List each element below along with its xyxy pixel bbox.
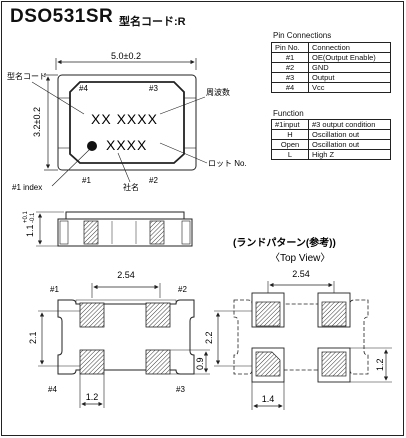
land-pad-2-terminal	[321, 301, 347, 327]
side-castellation	[59, 220, 69, 245]
land-pattern-view: (ランドパターン(参考)) 〈Top View〉 2.54 2.2 1.2 1	[204, 236, 392, 410]
frequency-callout: 周波数	[206, 87, 230, 97]
pad-width-dimension-label: 1.2	[86, 392, 99, 402]
pin-label-2: #2	[149, 176, 158, 185]
function-table-title: Function	[273, 109, 304, 118]
bottom-pad-4	[79, 349, 105, 375]
pin-label-1: #1	[50, 285, 59, 294]
thickness-main: 1.1	[25, 224, 35, 237]
lid-outline	[69, 81, 185, 164]
bottom-pad-1	[79, 302, 105, 328]
land-pattern-title: (ランドパターン(参考))	[233, 236, 336, 249]
leader-line	[51, 149, 90, 187]
height-dimension-label: 3.2±0.2	[32, 107, 42, 137]
ceramic-base	[57, 218, 193, 247]
pin-label-3: #3	[176, 385, 185, 394]
terminal-pad	[149, 220, 165, 245]
bottom-pad-2	[145, 302, 171, 328]
land-height-dimension-label: 2.2	[204, 331, 214, 344]
table-cell: High Z	[308, 149, 391, 160]
marking-line-1: XX XXXX	[91, 111, 158, 127]
land-pad-1-terminal	[255, 301, 281, 327]
pin-label-3: #3	[149, 84, 158, 93]
pin-label-4: #4	[48, 385, 57, 394]
side-castellation	[181, 220, 191, 245]
bottom-view: 2.54 #1 #2 #4 #3 2.1 0.9 1.2	[28, 270, 210, 408]
thickness-tol-minus: -0.1	[30, 212, 36, 223]
leader-line	[159, 96, 206, 115]
model-code-callout: 型名コード	[7, 71, 47, 81]
lid	[65, 211, 185, 220]
company-callout: 社名	[123, 182, 139, 192]
pin-table-title: Pin Connections	[273, 31, 332, 40]
width-dimension-label: 5.0±0.2	[111, 51, 141, 61]
model-code-subtitle: 型名コード:R	[119, 16, 186, 28]
index-callout: #1 index	[12, 183, 42, 192]
land-pitch-dimension-label: 2.54	[292, 269, 310, 279]
top-view: 5.0±0.2 3.2±0.2 #4 #3 #1 #2 XX XXXX XXXX…	[7, 51, 247, 192]
pin-label-1: #1	[82, 176, 91, 185]
model-title: DSO531SR	[10, 6, 114, 27]
land-pad-4-terminal	[255, 351, 281, 377]
pad-height-dimension-label: 0.9	[195, 357, 205, 370]
leader-line	[117, 152, 131, 183]
bottom-pad-3	[145, 349, 171, 375]
table-cell: Vcc	[308, 82, 391, 93]
side-view: 1.1 +0.1 -0.1	[23, 210, 193, 247]
pin-label-2: #2	[178, 285, 187, 294]
marking-line-2: XXXX	[106, 137, 147, 153]
lot-no-callout: ロット No.	[208, 159, 247, 168]
land-pad-width-dimension-label: 1.4	[262, 394, 275, 404]
leader-line	[159, 142, 208, 164]
height-dimension-label: 2.1	[28, 331, 38, 344]
pin-label-4: #4	[79, 84, 88, 93]
leader-line	[31, 81, 85, 115]
lid-edge	[75, 299, 177, 305]
thickness-tol-plus: +0.1	[23, 210, 29, 223]
terminal-pad	[83, 220, 99, 245]
index-dot-icon	[87, 141, 97, 151]
pitch-dimension-label: 2.54	[117, 270, 135, 280]
land-pad-3-terminal	[321, 351, 347, 377]
land-pattern-subtitle: 〈Top View〉	[270, 252, 330, 264]
land-pad-height-dimension-label: 1.2	[375, 358, 385, 371]
